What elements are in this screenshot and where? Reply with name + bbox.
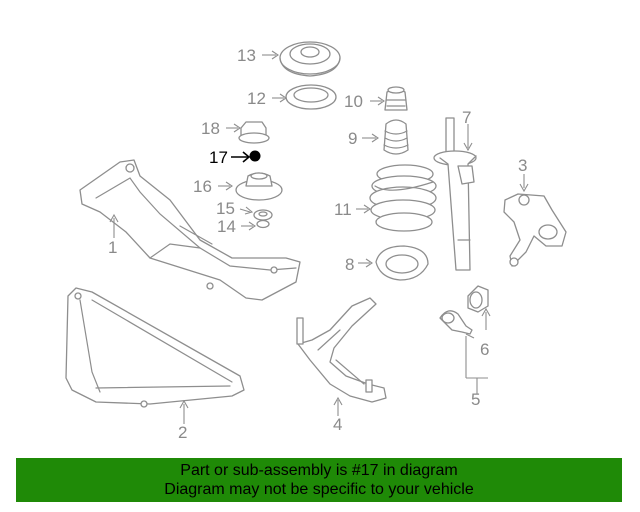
callout-15[interactable]: 15 [216, 199, 235, 218]
callout-17[interactable]: 17 [209, 148, 228, 167]
part-5-bushing-bracket[interactable] [439, 310, 473, 335]
part-12-spring-pad-ring[interactable] [285, 84, 337, 110]
callout-7[interactable]: 7 [462, 108, 471, 127]
leader-5 [465, 336, 488, 394]
callout-10[interactable]: 10 [344, 92, 363, 111]
part-7-strut[interactable] [433, 117, 477, 271]
part-18-mount-cap[interactable] [238, 121, 270, 144]
arrow-3 [519, 183, 529, 193]
arrow-17 [242, 151, 251, 163]
part-10-bump-stop[interactable] [384, 86, 408, 111]
callout-4[interactable]: 4 [333, 415, 342, 434]
part-6-bushing[interactable] [467, 285, 489, 313]
part-17-locking-nut[interactable] [249, 150, 261, 162]
arrow-6 [481, 307, 491, 317]
callout-16[interactable]: 16 [193, 177, 212, 196]
part-13-spring-pad[interactable] [279, 41, 341, 77]
callout-11[interactable]: 11 [334, 200, 352, 219]
arrow-7 [463, 142, 473, 152]
arrow-5 [465, 333, 475, 339]
callout-12[interactable]: 12 [247, 89, 266, 108]
arrow-15 [244, 206, 254, 215]
callout-5[interactable]: 5 [471, 390, 480, 409]
part-11-coil-spring[interactable] [369, 164, 437, 232]
callout-6[interactable]: 6 [480, 340, 489, 359]
part-3-knuckle[interactable] [503, 193, 567, 267]
callout-1[interactable]: 1 [108, 238, 117, 257]
callout-3[interactable]: 3 [518, 156, 527, 175]
arrow-12 [279, 93, 287, 103]
part-14-washer[interactable] [256, 219, 270, 229]
part-2-reinforcement-plate[interactable] [65, 287, 245, 408]
banner-line-2: Diagram may not be specific to your vehi… [164, 481, 474, 498]
part-1-subframe[interactable] [79, 159, 301, 301]
part-15-bearing[interactable] [253, 209, 273, 221]
part-8-lower-spring-pad[interactable] [375, 245, 429, 281]
arrow-16 [225, 181, 233, 191]
part-4-control-arm[interactable] [296, 297, 387, 403]
leader-15 [239, 208, 251, 213]
callout-18[interactable]: 18 [201, 119, 220, 138]
parts-diagram: 13 12 10 9 18 17 16 [65, 41, 567, 442]
arrow-14 [248, 221, 256, 231]
part-16-strut-mount[interactable] [235, 172, 283, 201]
part-9-dust-boot[interactable] [383, 119, 409, 155]
callout-8[interactable]: 8 [345, 255, 354, 274]
callout-9[interactable]: 9 [348, 129, 357, 148]
banner-line-1: Part or sub-assembly is #17 in diagram [180, 462, 458, 479]
arrow-8 [365, 258, 373, 268]
arrow-13 [271, 50, 279, 60]
arrow-11 [363, 204, 371, 214]
callout-14[interactable]: 14 [217, 217, 236, 236]
arrow-2 [179, 399, 189, 409]
arrow-9 [371, 133, 379, 143]
notice-banner: Part or sub-assembly is #17 in diagram D… [16, 458, 622, 502]
callout-2[interactable]: 2 [178, 423, 187, 442]
arrow-10 [377, 96, 385, 106]
callout-13[interactable]: 13 [237, 46, 256, 65]
arrow-4 [333, 396, 343, 406]
arrow-1 [109, 213, 119, 223]
arrow-18 [233, 123, 241, 133]
